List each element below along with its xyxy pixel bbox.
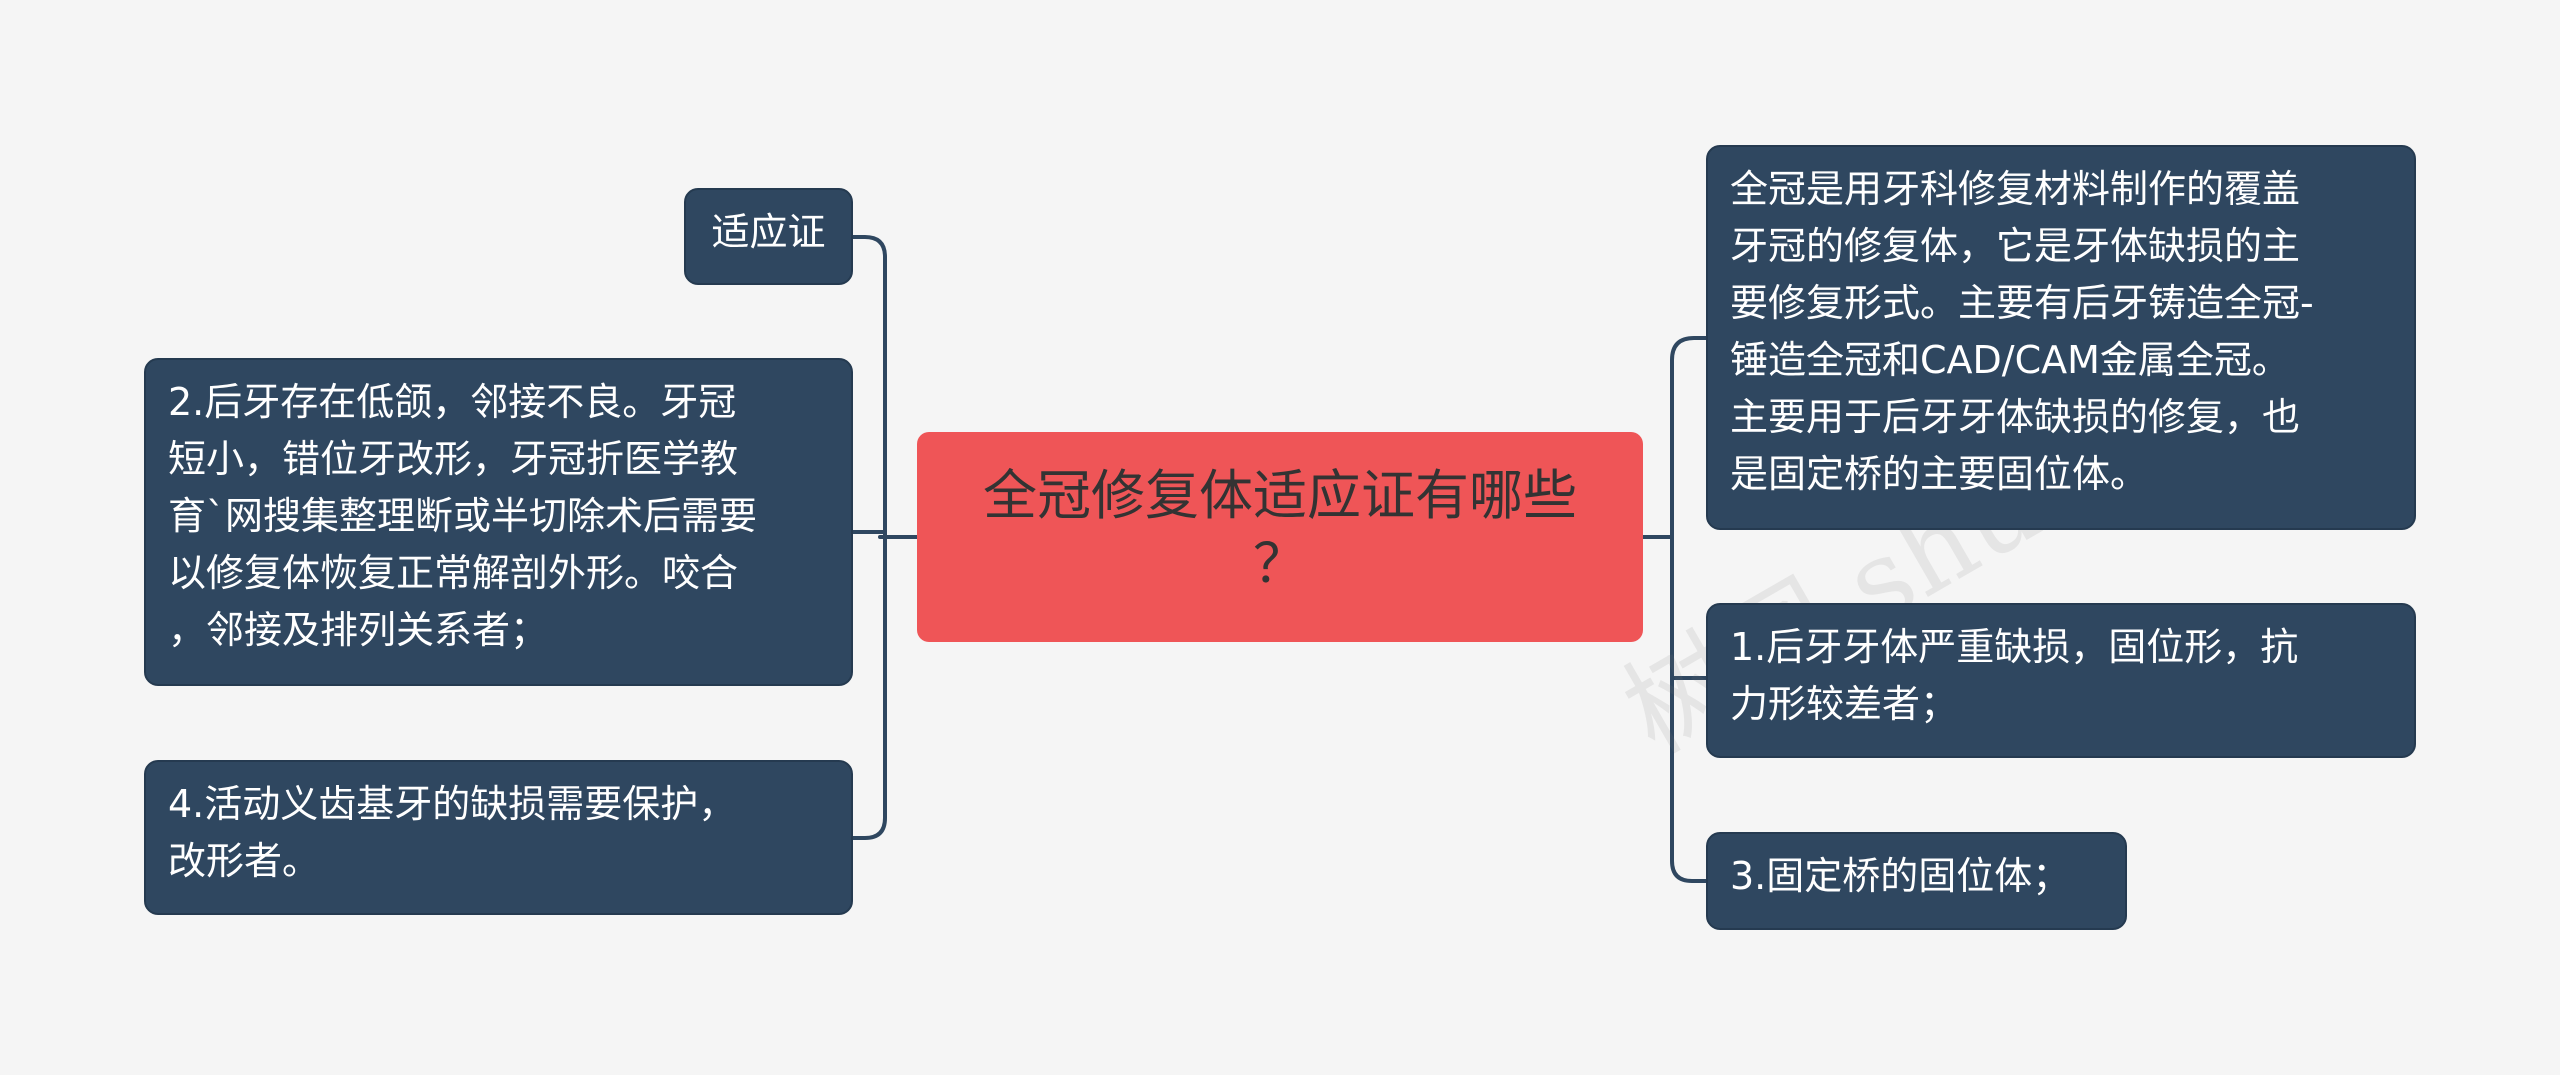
left-node-item-2[interactable]: 2.后牙存在低颌，邻接不良。牙冠 短小，错位牙改形，牙冠折医学教 育`网搜集整理…	[144, 358, 853, 686]
connector-right-trunk	[1670, 336, 1708, 883]
right-node-item-3[interactable]: 3.固定桥的固位体；	[1706, 832, 2127, 930]
left-node-item-4[interactable]: 4.活动义齿基牙的缺损需要保护， 改形者。	[144, 760, 853, 915]
right-node-definition[interactable]: 全冠是用牙科修复材料制作的覆盖 牙冠的修复体，它是牙体缺损的主 要修复形式。主要…	[1706, 145, 2416, 530]
connector-left-trunk	[851, 235, 887, 840]
central-topic[interactable]: 全冠修复体适应证有哪些 ？	[917, 432, 1643, 642]
left-node-indications[interactable]: 适应证	[684, 188, 853, 285]
right-node-item-1[interactable]: 1.后牙牙体严重缺损，固位形，抗 力形较差者；	[1706, 603, 2416, 758]
